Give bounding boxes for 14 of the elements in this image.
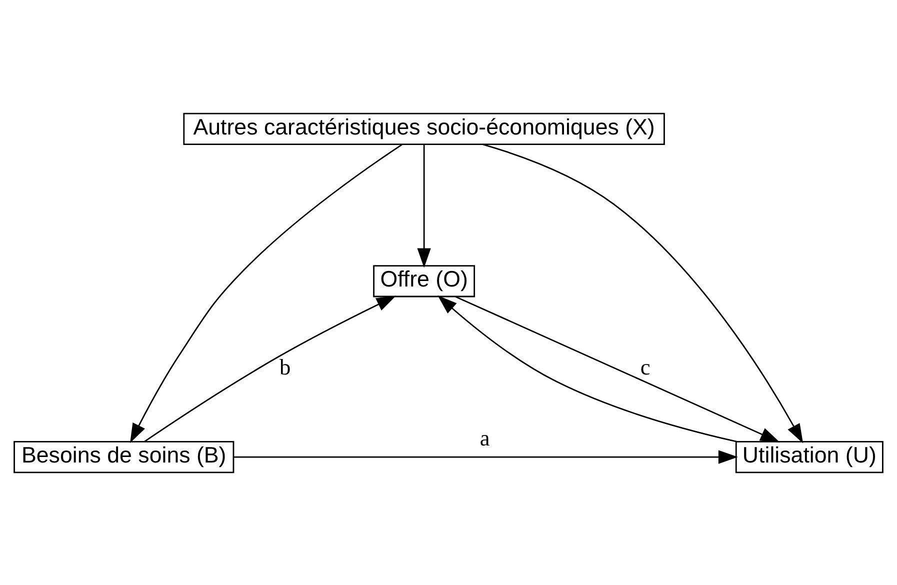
- node-box: Autres caractéristiques socio-économiques (X): [183, 112, 665, 144]
- arrow: [438, 294, 737, 442]
- edge-label: c: [640, 354, 650, 379]
- node-box: Utilisation (U): [735, 440, 884, 473]
- arrow: [482, 143, 804, 443]
- edge-label: a: [480, 425, 490, 450]
- node-box: Besoins de soins (B): [14, 440, 234, 473]
- edge-label: b: [280, 354, 291, 379]
- arrow: [130, 143, 402, 443]
- arrow: [144, 295, 396, 442]
- arrow: [234, 450, 738, 464]
- arrow: [417, 144, 431, 268]
- node-box: Offre (O): [373, 264, 476, 297]
- arrow: [455, 296, 780, 442]
